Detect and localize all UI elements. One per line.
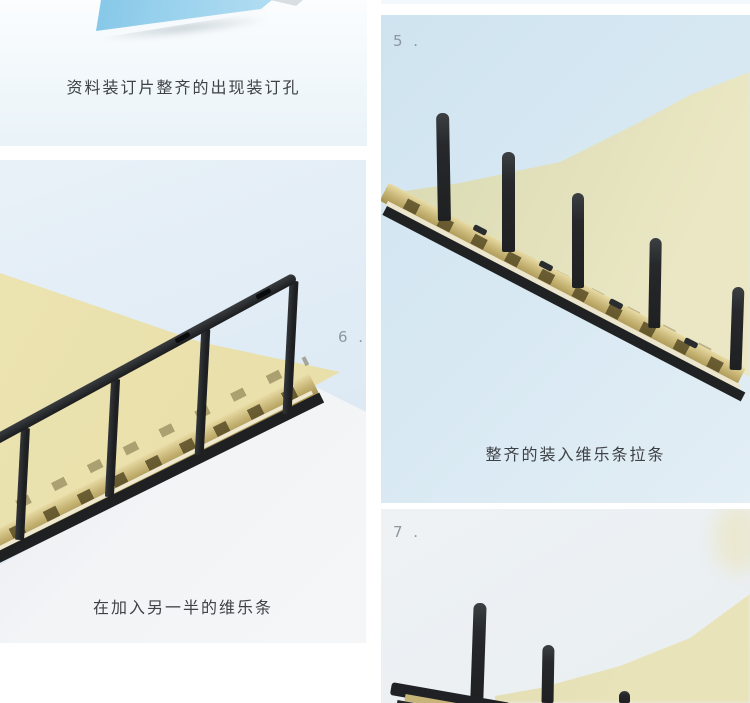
binding-spike [470,602,487,700]
notebook-pages-edge [97,7,267,38]
paper-stack [398,72,750,377]
comb-slot-hole [255,287,272,300]
notebook-corner-sliver [270,0,303,6]
binding-spike [502,152,515,252]
photo-above-bottom-edge [381,0,750,4]
binding-spike [541,644,555,703]
caption-step6: 在加入另一半的维乐条 [92,598,273,617]
step-number-5: 5 . [393,32,422,50]
photo-panel-step4: 资料装订片整齐的出现装订孔 [0,0,367,146]
binding-spike [619,691,630,703]
binding-spike [572,193,584,288]
photo-panel-step7: 7 . [381,509,750,703]
paper-stack [495,594,750,703]
photo-panel-step5: 5 . 整齐的装入维乐条拉条 [381,15,750,503]
binding-spike [648,237,662,329]
step-number-7: 7 . [393,523,422,541]
caption-step5: 整齐的装入维乐条拉条 [485,445,666,464]
warm-light-tint [714,509,750,573]
binding-spike [436,112,451,222]
caption-step4: 资料装订片整齐的出现装订孔 [66,78,301,97]
photo-panel-step6: 6 . 在加入另一半的维乐条 [0,160,366,643]
step-number-6: 6 . [338,328,366,346]
